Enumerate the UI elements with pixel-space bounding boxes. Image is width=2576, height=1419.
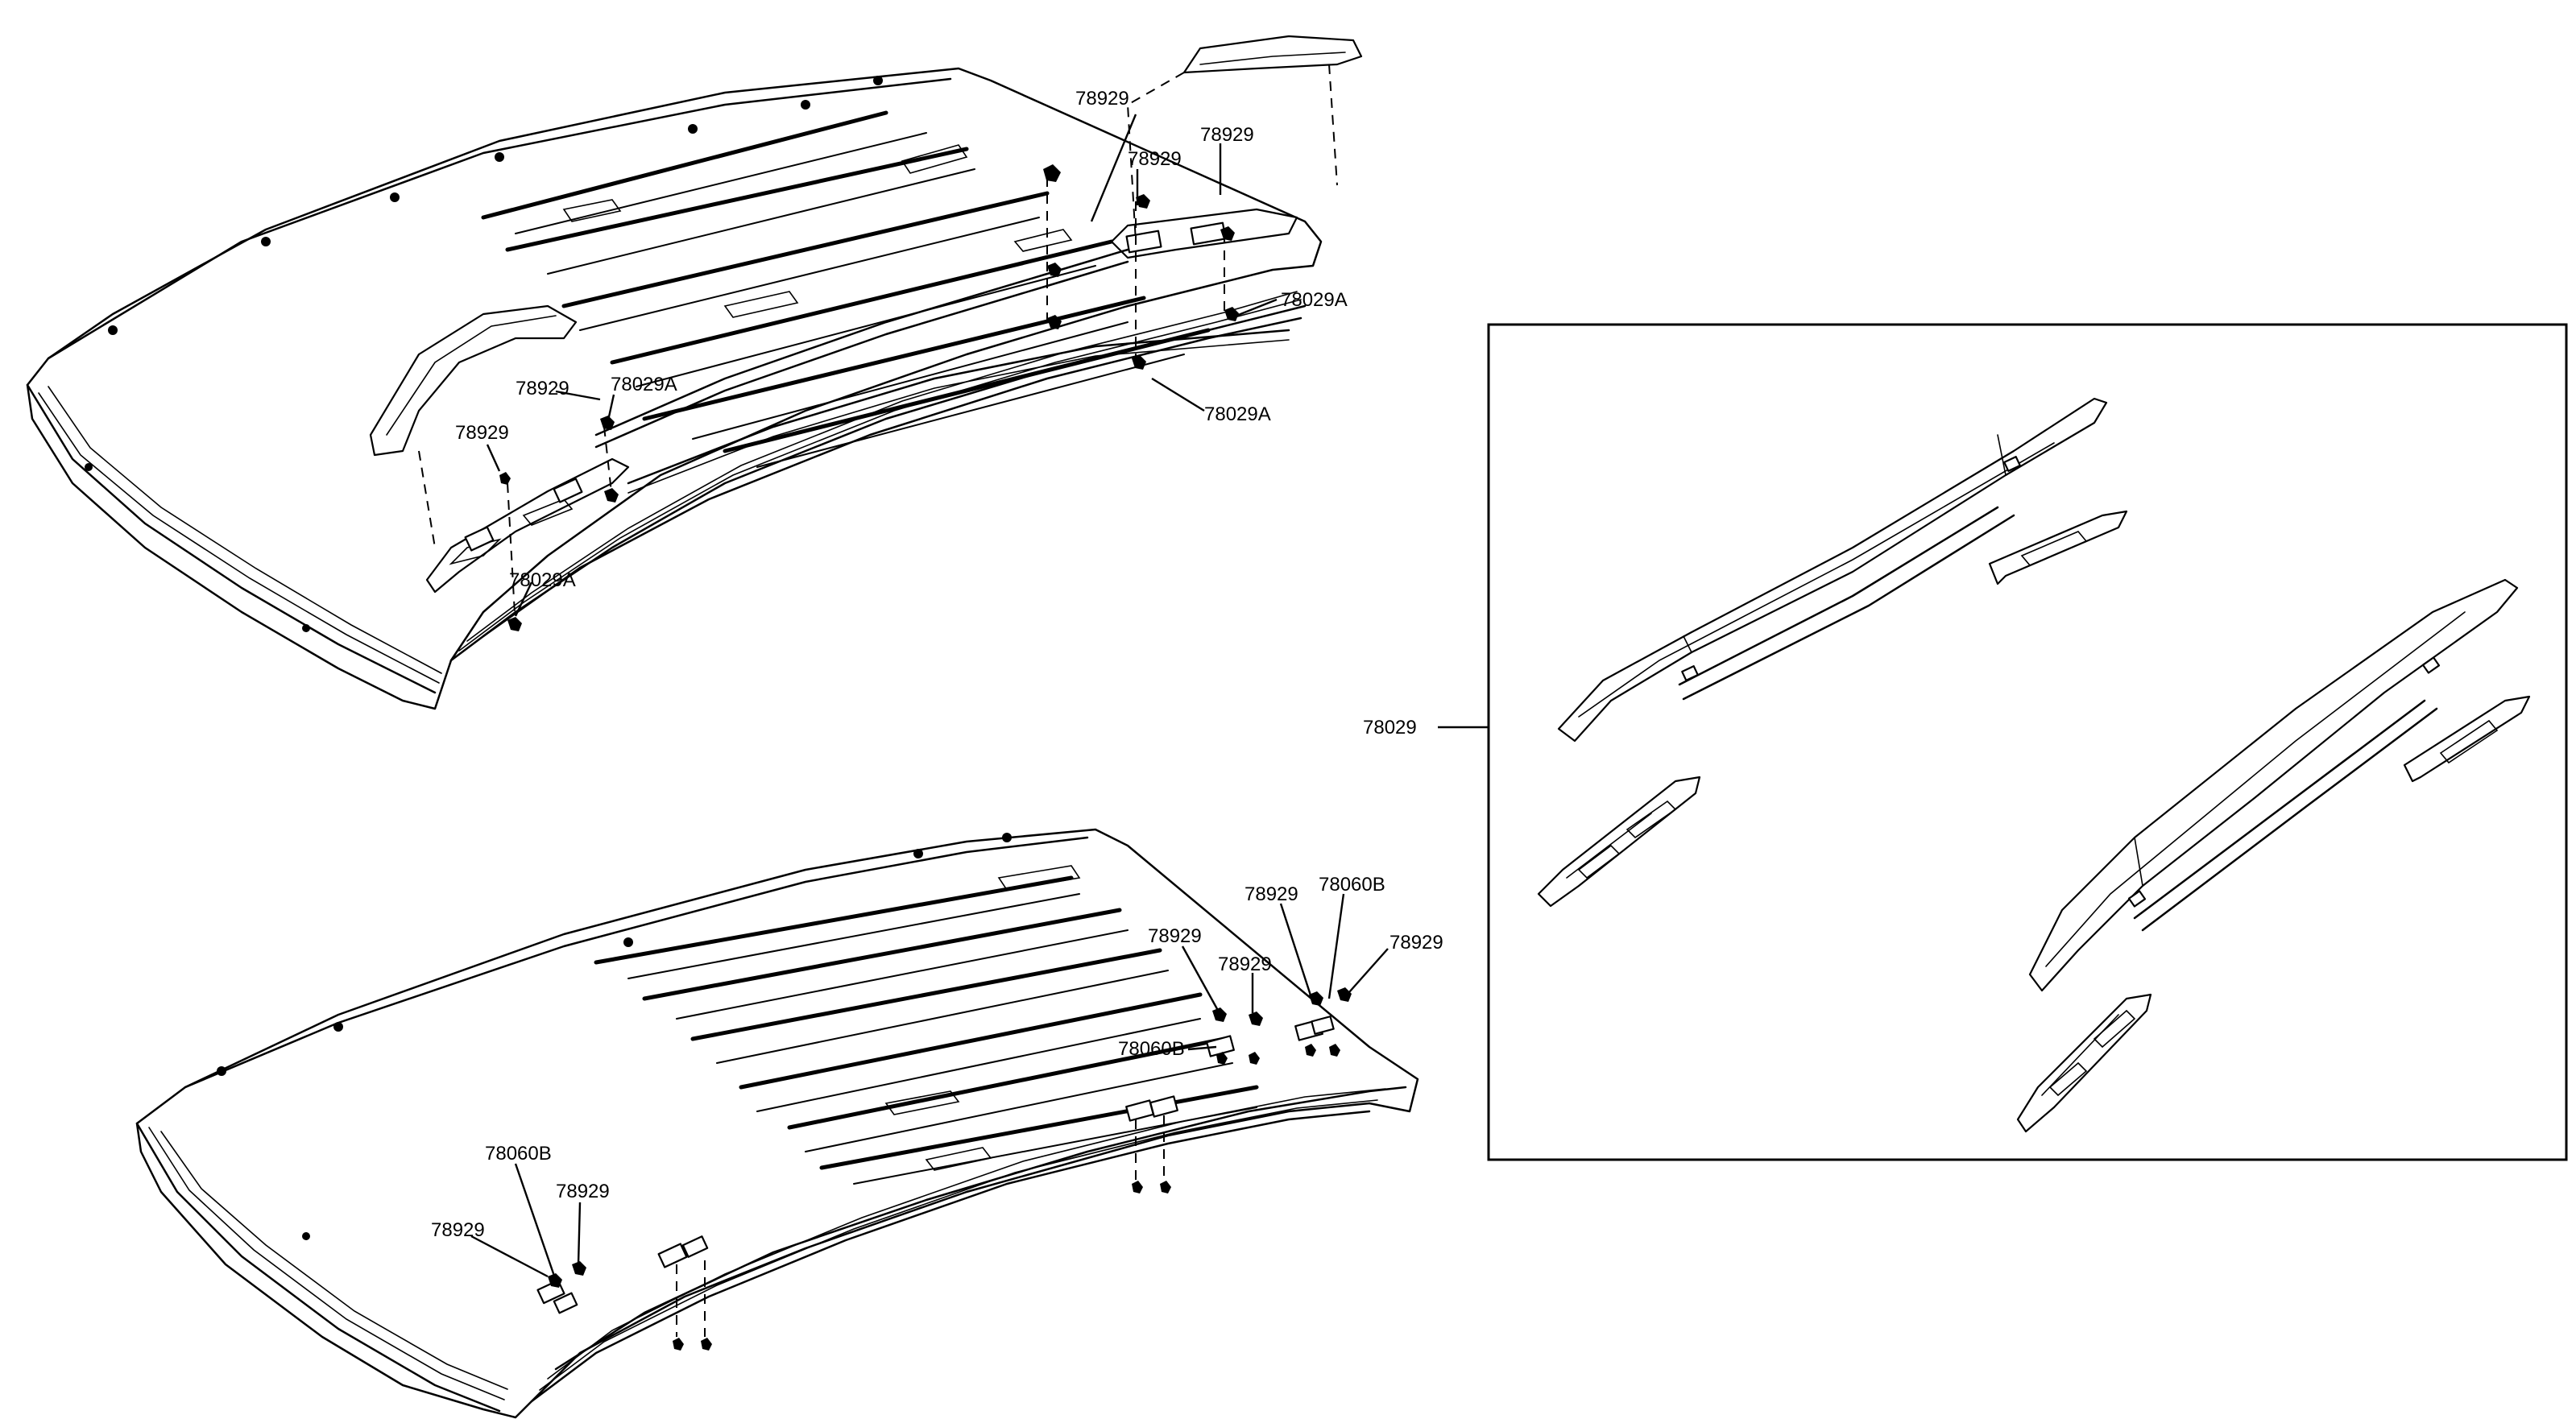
inset-cap-lower-left	[2016, 993, 2152, 1133]
bottom-roof-ribs	[594, 865, 1259, 1185]
callout-label: 78929	[1128, 148, 1182, 170]
callout-label: 78929	[1245, 883, 1298, 905]
inset-cap-upper-right	[1988, 510, 2128, 585]
callout-label: 78929	[1075, 88, 1129, 110]
top-assembly-lines	[418, 64, 1338, 629]
top-front-rack-bar	[369, 304, 630, 594]
callout-label: 78929	[1148, 925, 1202, 947]
inset-rail-lower	[2028, 578, 2519, 992]
inset-cap-lower-right	[2403, 695, 2531, 783]
bottom-assembly-lines	[676, 1115, 1165, 1337]
callout-label: 78929	[1200, 124, 1254, 146]
bottom-callout-leaders	[470, 893, 1389, 1281]
bottom-roof-clips	[217, 833, 1012, 1240]
callout-label: 78929	[431, 1219, 485, 1241]
callout-label: 78029A	[509, 569, 576, 591]
top-roof-ribs	[481, 110, 1211, 468]
inset-panel: 78029	[1363, 323, 2568, 1161]
callout-label: 78060B	[1118, 1038, 1185, 1060]
bottom-rail-brackets	[536, 1016, 1335, 1314]
bottom-callout-labels: 78929 78060B 78929 78929 78929 78060B 78…	[431, 874, 1443, 1241]
top-roof-panel	[26, 67, 1323, 710]
callout-label: 78060B	[485, 1143, 552, 1165]
callout-label: 78029A	[611, 374, 677, 395]
top-side-rails	[594, 248, 1290, 494]
top-callout-labels: 78929 78929 78929 78029A 78929 78029A 78…	[455, 88, 1348, 591]
callout-label: 78929	[1218, 954, 1272, 975]
callout-label: 78929	[455, 422, 509, 444]
callout-label: 78060B	[1319, 874, 1385, 896]
inset-cap-upper-left	[1537, 776, 1701, 908]
callout-label: 78029	[1363, 717, 1417, 738]
callout-label: 78029A	[1204, 403, 1271, 425]
bottom-roof-panel	[135, 828, 1419, 1419]
callout-label: 78929	[1389, 932, 1443, 954]
callout-label: 78029A	[1281, 289, 1348, 311]
inset-rail-upper	[1557, 397, 2108, 743]
top-rear-rack-bar	[1110, 35, 1363, 259]
top-callout-leaders	[486, 114, 1278, 617]
callout-label: 78929	[516, 378, 569, 399]
callout-label: 78929	[556, 1181, 610, 1202]
top-roof-clips	[85, 76, 883, 632]
